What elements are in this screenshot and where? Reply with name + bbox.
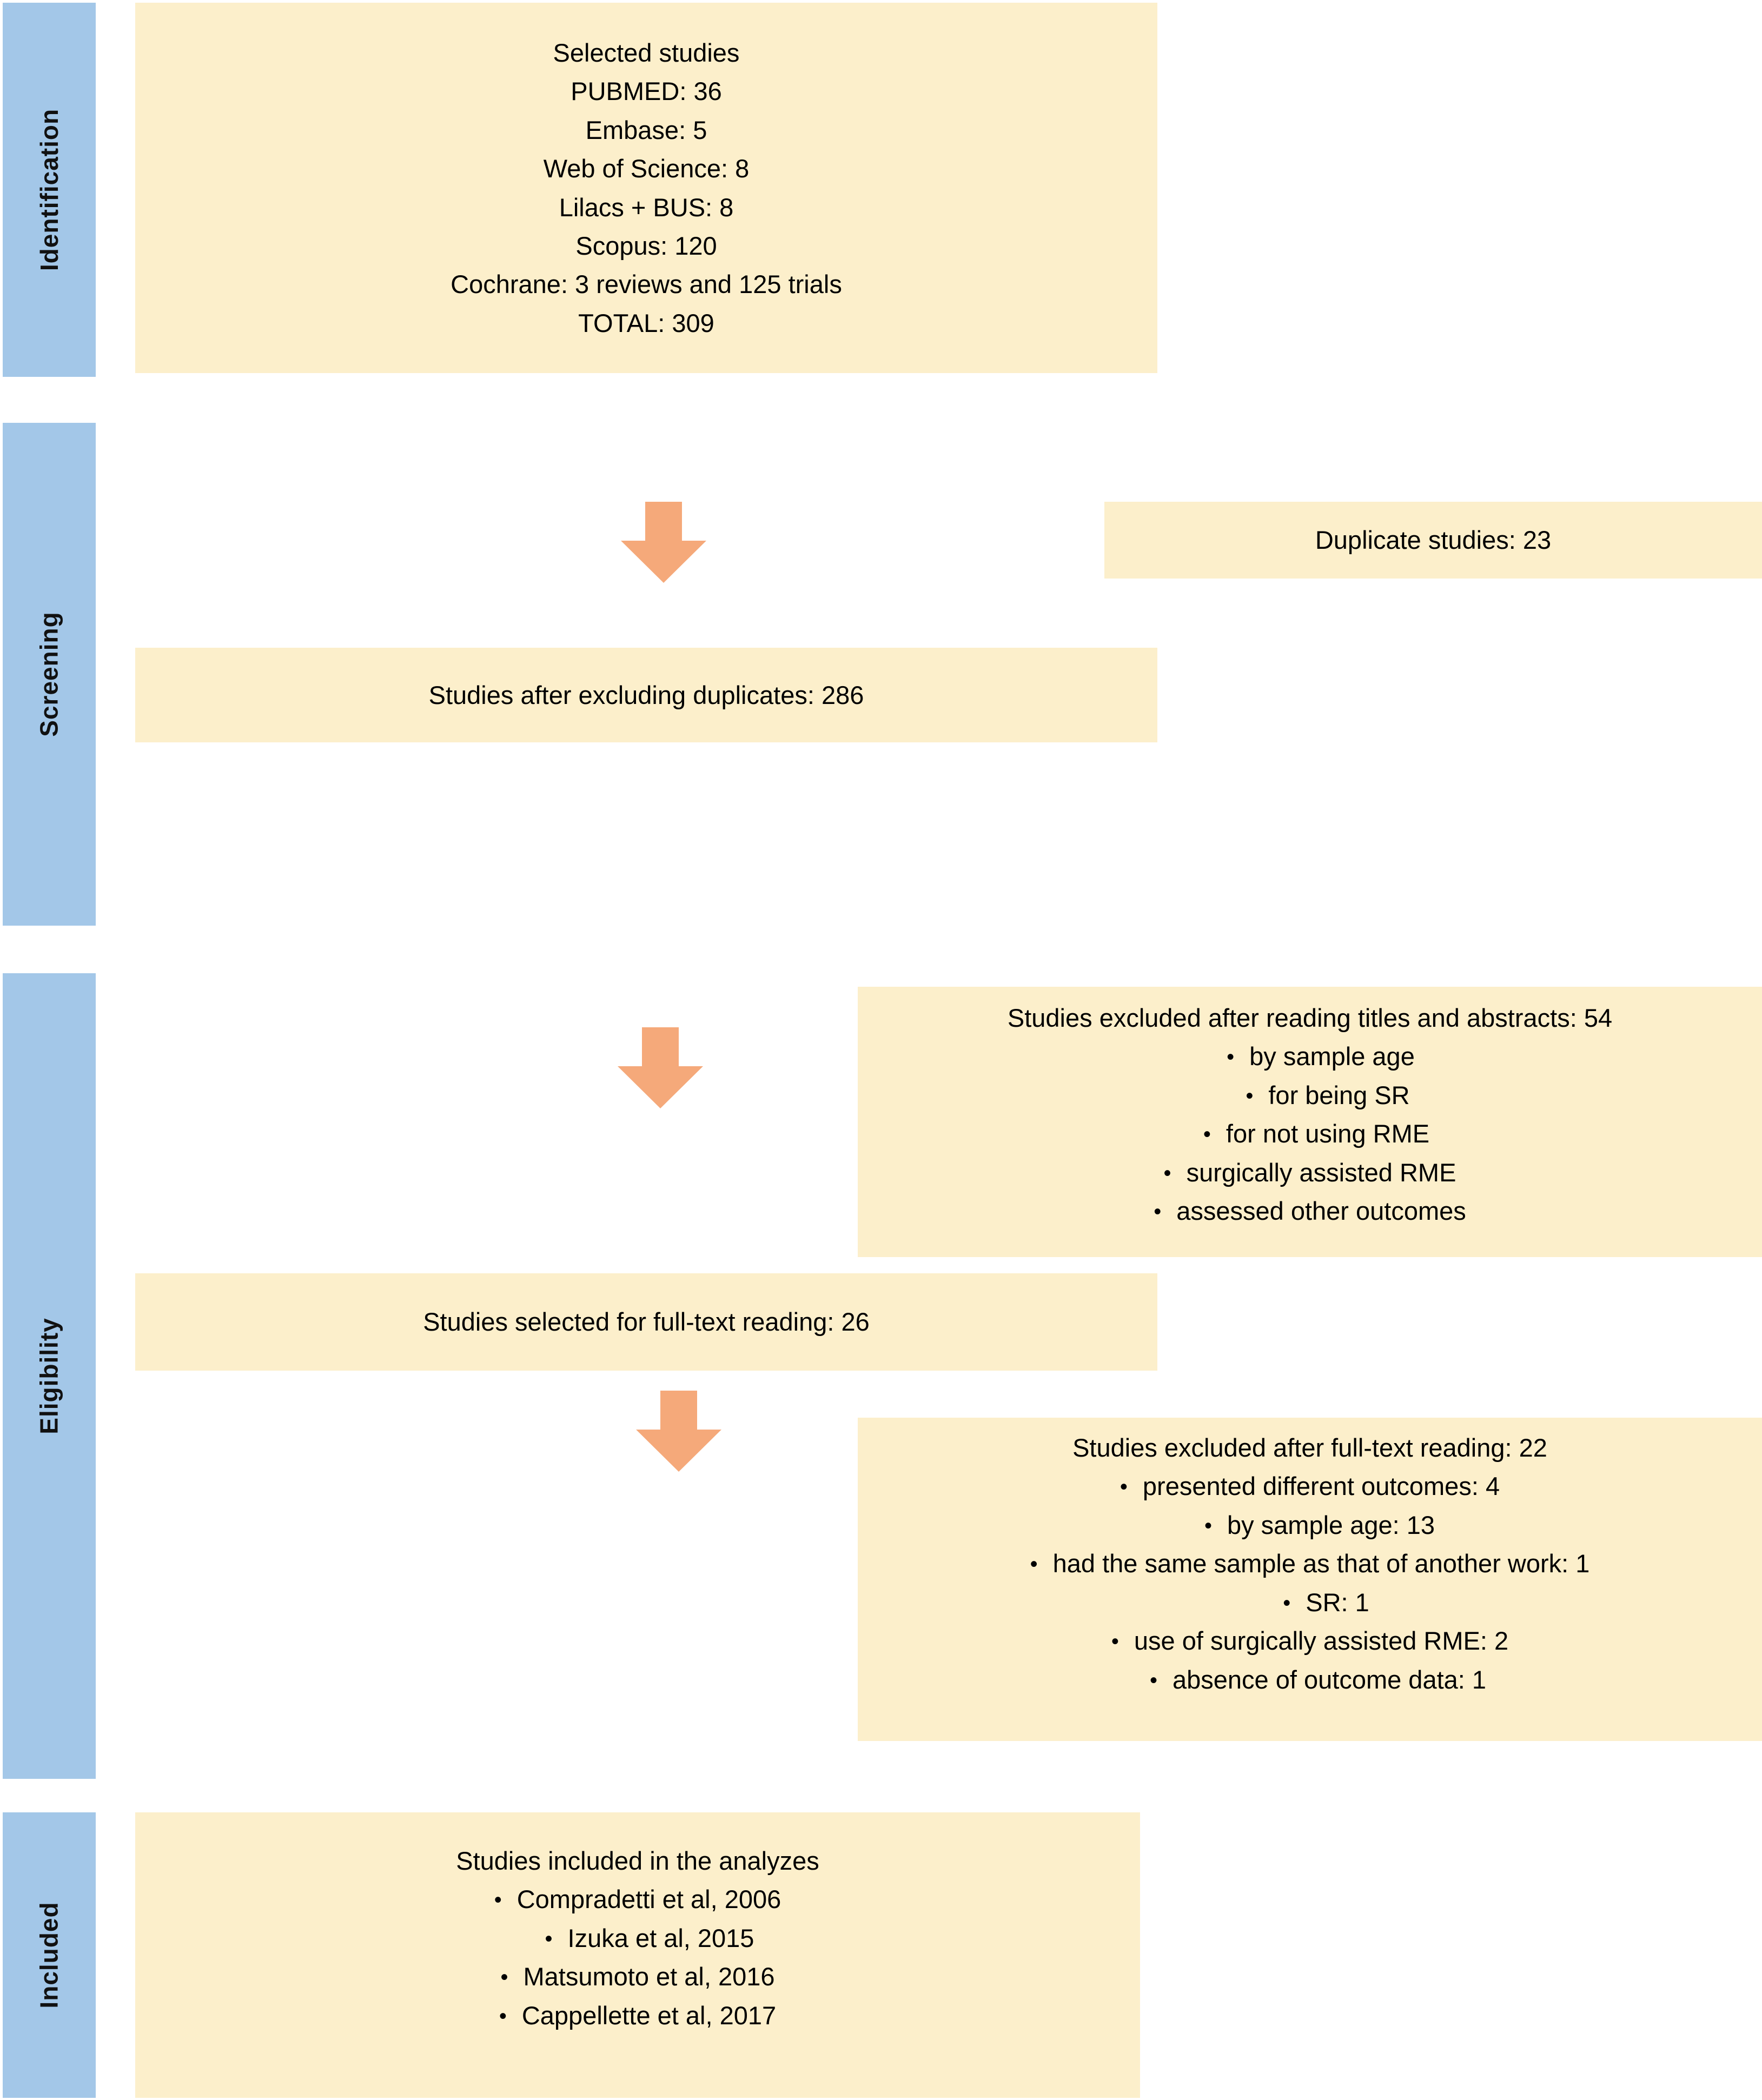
box-included-studies: Studies included in the analyzes • Compra… [135,1812,1140,2098]
identification-line-web-of-science: Web of Science: 8 [543,154,750,183]
box-selected-fulltext: Studies selected for full-text reading: … [135,1273,1157,1371]
list-item: • use of surgically assisted RME: 2 [865,1621,1754,1660]
excluded-titles-abstracts-heading: Studies excluded after reading titles an… [1007,1004,1613,1032]
stage-bar-included: Included [3,1812,96,2098]
bullet-icon: • [1203,1122,1211,1147]
list-item-label: presented different outcomes: 4 [1142,1472,1500,1501]
list-item: • for not using RME [865,1114,1754,1153]
bullet-icon: • [500,1965,508,1990]
list-item: • Izuka et al, 2015 [143,1919,1132,1957]
stage-bar-screening: Screening [3,423,96,926]
arrow-screening-to-eligibility [618,1027,703,1108]
excluded-fulltext-heading: Studies excluded after full-text reading… [1072,1433,1547,1462]
list-item-label: had the same sample as that of another w… [1052,1549,1590,1578]
identification-heading: Selected studies [553,38,740,67]
box-excluded-titles-abstracts: Studies excluded after reading titles an… [858,987,1762,1257]
list-item-label: Izuka et al, 2015 [567,1923,754,1952]
list-item: • Matsumoto et al, 2016 [143,1957,1132,1996]
identification-line-pubmed: PUBMED: 36 [571,77,722,106]
bullet-icon: • [499,2004,507,2028]
list-item-label: Cappellette et al, 2017 [521,2001,777,2030]
identification-line-cochrane: Cochrane: 3 reviews and 125 trials [451,270,842,299]
list-item: • by sample age: 13 [865,1506,1754,1544]
identification-line-scopus: Scopus: 120 [575,231,717,260]
bullet-icon: • [1120,1475,1128,1499]
identification-line-lilacs-bus: Lilacs + BUS: 8 [559,192,734,222]
duplicate-studies-text: Duplicate studies: 23 [1315,526,1552,555]
list-item: • absence of outcome data: 1 [865,1660,1754,1699]
box-excluded-fulltext: Studies excluded after full-text reading… [858,1418,1762,1741]
list-item: • Cappellette et al, 2017 [143,1996,1132,2035]
list-item: • for being SR [865,1076,1754,1114]
bullet-icon: • [1227,1045,1235,1069]
excluded-titles-abstracts-bullet-list: • by sample age • for being SR • for not us… [865,1037,1754,1230]
list-item: • presented different outcomes: 4 [865,1467,1754,1505]
stage-label-eligibility: Eligibility [35,1318,63,1434]
list-item-label: assessed other outcomes [1176,1197,1466,1226]
list-item: • SR: 1 [865,1583,1754,1621]
list-item-label: use of surgically assisted RME: 2 [1134,1626,1509,1656]
list-item-label: Compradetti et al, 2006 [516,1885,781,1914]
bullet-icon: • [545,1926,553,1951]
selected-fulltext-text: Studies selected for full-text reading: … [423,1307,870,1337]
stage-label-screening: Screening [35,612,64,737]
list-item: • assessed other outcomes [865,1192,1754,1230]
bullet-icon: • [1163,1161,1171,1185]
stage-bar-eligibility: Eligibility [3,973,96,1779]
stage-bar-identification: Identification [3,3,96,377]
list-item: • by sample age [865,1037,1754,1075]
box-studies-after-duplicates: Studies after excluding duplicates: 286 [135,648,1157,742]
bullet-icon: • [1030,1552,1038,1577]
list-item-label: SR: 1 [1306,1587,1369,1617]
list-item-label: absence of outcome data: 1 [1172,1665,1487,1694]
list-item-label: by sample age [1249,1042,1415,1071]
bullet-icon: • [494,1888,502,1912]
bullet-icon: • [1149,1668,1157,1692]
included-heading: Studies included in the analyzes [456,1846,819,1875]
bullet-icon: • [1283,1591,1291,1615]
bullet-icon: • [1204,1513,1212,1538]
arrow-identification-to-screening [621,502,706,583]
arrow-eligibility-to-included [636,1391,721,1472]
list-item-label: for not using RME [1226,1119,1430,1148]
list-item-label: by sample age: 13 [1227,1510,1435,1539]
list-item: • surgically assisted RME [865,1153,1754,1192]
list-item-label: for being SR [1268,1080,1410,1109]
bullet-icon: • [1246,1084,1254,1108]
box-identification: Selected studies PUBMED: 36 Embase: 5 We… [135,3,1157,373]
list-item-label: surgically assisted RME [1186,1158,1456,1187]
stage-label-identification: Identification [35,108,64,271]
list-item-label: Matsumoto et al, 2016 [523,1962,775,1991]
stage-label-included: Included [35,1902,63,2009]
list-item: • had the same sample as that of another … [865,1544,1754,1583]
list-item: • Compradetti et al, 2006 [143,1880,1132,1918]
identification-line-embase: Embase: 5 [585,115,707,144]
box-duplicate-studies: Duplicate studies: 23 [1104,502,1762,579]
included-bullet-list: • Compradetti et al, 2006 • Izuka et al, 2… [143,1880,1132,2035]
excluded-fulltext-bullet-list: • presented different outcomes: 4 • by sam… [865,1467,1754,1699]
bullet-icon: • [1154,1200,1162,1224]
bullet-icon: • [1111,1630,1119,1654]
identification-line-total: TOTAL: 309 [578,308,714,337]
studies-after-duplicates-text: Studies after excluding duplicates: 286 [428,680,864,709]
